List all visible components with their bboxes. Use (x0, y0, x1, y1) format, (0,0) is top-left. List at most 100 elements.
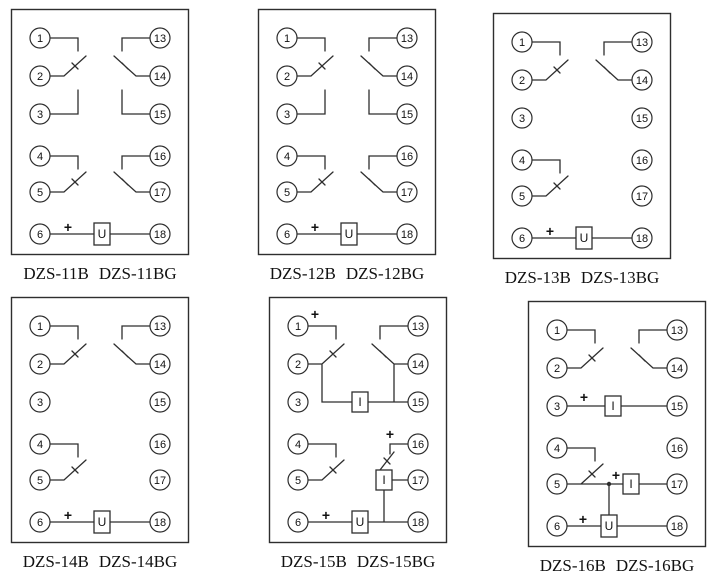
terminal-number: 18 (636, 233, 648, 245)
terminal-right-1 (396, 65, 418, 87)
terminal-number: 14 (412, 359, 424, 371)
terminal-number: 3 (295, 397, 301, 409)
terminal-number: 4 (519, 155, 525, 167)
terminal-number: 6 (37, 517, 43, 529)
panel-border (257, 8, 437, 256)
panel-border (527, 300, 707, 548)
terminal-right-1 (149, 353, 171, 375)
terminal-right-5 (407, 511, 429, 533)
model-name-b: DZS-12B (269, 264, 336, 283)
terminal-left-1 (546, 357, 568, 379)
terminal-number: 1 (37, 321, 43, 333)
model-name-bg: DZS-13BG (580, 268, 660, 287)
terminal-left-1 (287, 353, 309, 375)
terminal-right-3 (407, 433, 429, 455)
i-coil-label: I (629, 477, 632, 491)
terminal-right-0 (631, 31, 653, 53)
terminal-number: 5 (295, 475, 301, 487)
terminal-number: 17 (154, 187, 166, 199)
terminal-right-0 (396, 27, 418, 49)
terminal-left-4 (511, 185, 533, 207)
terminal-left-4 (546, 473, 568, 495)
i-coil-box (375, 469, 393, 491)
panel-border (492, 12, 672, 260)
terminal-number: 16 (154, 439, 166, 451)
u-coil-label: U (98, 515, 107, 529)
u-coil-box (93, 510, 111, 534)
terminal-right-1 (631, 69, 653, 91)
terminal-right-4 (149, 469, 171, 491)
terminal-right-2 (396, 103, 418, 125)
terminal-number: 4 (295, 439, 301, 451)
terminal-left-2 (276, 103, 298, 125)
terminal-number: 14 (401, 71, 413, 83)
u-coil-label: U (356, 515, 365, 529)
terminal-right-4 (666, 473, 688, 495)
terminal-number: 4 (37, 151, 43, 163)
terminal-number: 16 (671, 443, 683, 455)
terminal-number: 17 (401, 187, 413, 199)
i-coil-box (604, 395, 622, 417)
terminal-right-3 (631, 149, 653, 171)
terminal-number: 15 (401, 109, 413, 121)
terminal-left-4 (29, 181, 51, 203)
terminal-left-2 (511, 107, 533, 129)
terminal-number: 16 (154, 151, 166, 163)
terminal-number: 2 (37, 71, 43, 83)
wiring-path (566, 329, 668, 527)
terminal-number: 6 (284, 229, 290, 241)
panel-border (10, 8, 190, 256)
terminal-right-2 (149, 103, 171, 125)
plus-sign: + (64, 219, 72, 235)
terminal-number: 17 (154, 475, 166, 487)
terminal-left-3 (511, 149, 533, 171)
terminal-left-5 (276, 223, 298, 245)
terminal-number: 6 (295, 517, 301, 529)
model-name-bg: DZS-14BG (98, 552, 178, 571)
terminal-number: 2 (37, 359, 43, 371)
terminal-right-2 (407, 391, 429, 413)
terminal-left-2 (546, 395, 568, 417)
terminal-number: 13 (154, 321, 166, 333)
terminal-right-5 (396, 223, 418, 245)
terminal-right-2 (631, 107, 653, 129)
wiring-path (531, 41, 633, 239)
u-coil-label: U (580, 231, 589, 245)
terminal-left-1 (511, 69, 533, 91)
terminal-right-4 (149, 181, 171, 203)
model-name-b: DZS-16B (539, 556, 606, 575)
terminal-number: 15 (412, 397, 424, 409)
terminal-number: 1 (554, 325, 560, 337)
u-coil-label: U (605, 519, 614, 533)
u-coil-label: U (345, 227, 354, 241)
i-coil-label: I (382, 473, 385, 487)
terminal-number: 3 (284, 109, 290, 121)
wiring-path (307, 325, 409, 523)
terminal-right-4 (631, 185, 653, 207)
terminal-number: 16 (401, 151, 413, 163)
plus-sign: + (311, 306, 319, 322)
terminal-number: 18 (154, 517, 166, 529)
terminal-right-1 (149, 65, 171, 87)
plus-sign: + (322, 507, 330, 523)
junction-dot (606, 481, 612, 487)
terminal-left-3 (29, 145, 51, 167)
terminal-right-2 (666, 395, 688, 417)
terminal-left-5 (29, 511, 51, 533)
terminal-number: 5 (37, 475, 43, 487)
wiring-path (296, 37, 398, 235)
terminal-number: 13 (154, 33, 166, 45)
model-name-bg: DZS-11BG (98, 264, 177, 283)
terminal-right-5 (149, 223, 171, 245)
terminal-left-4 (287, 469, 309, 491)
